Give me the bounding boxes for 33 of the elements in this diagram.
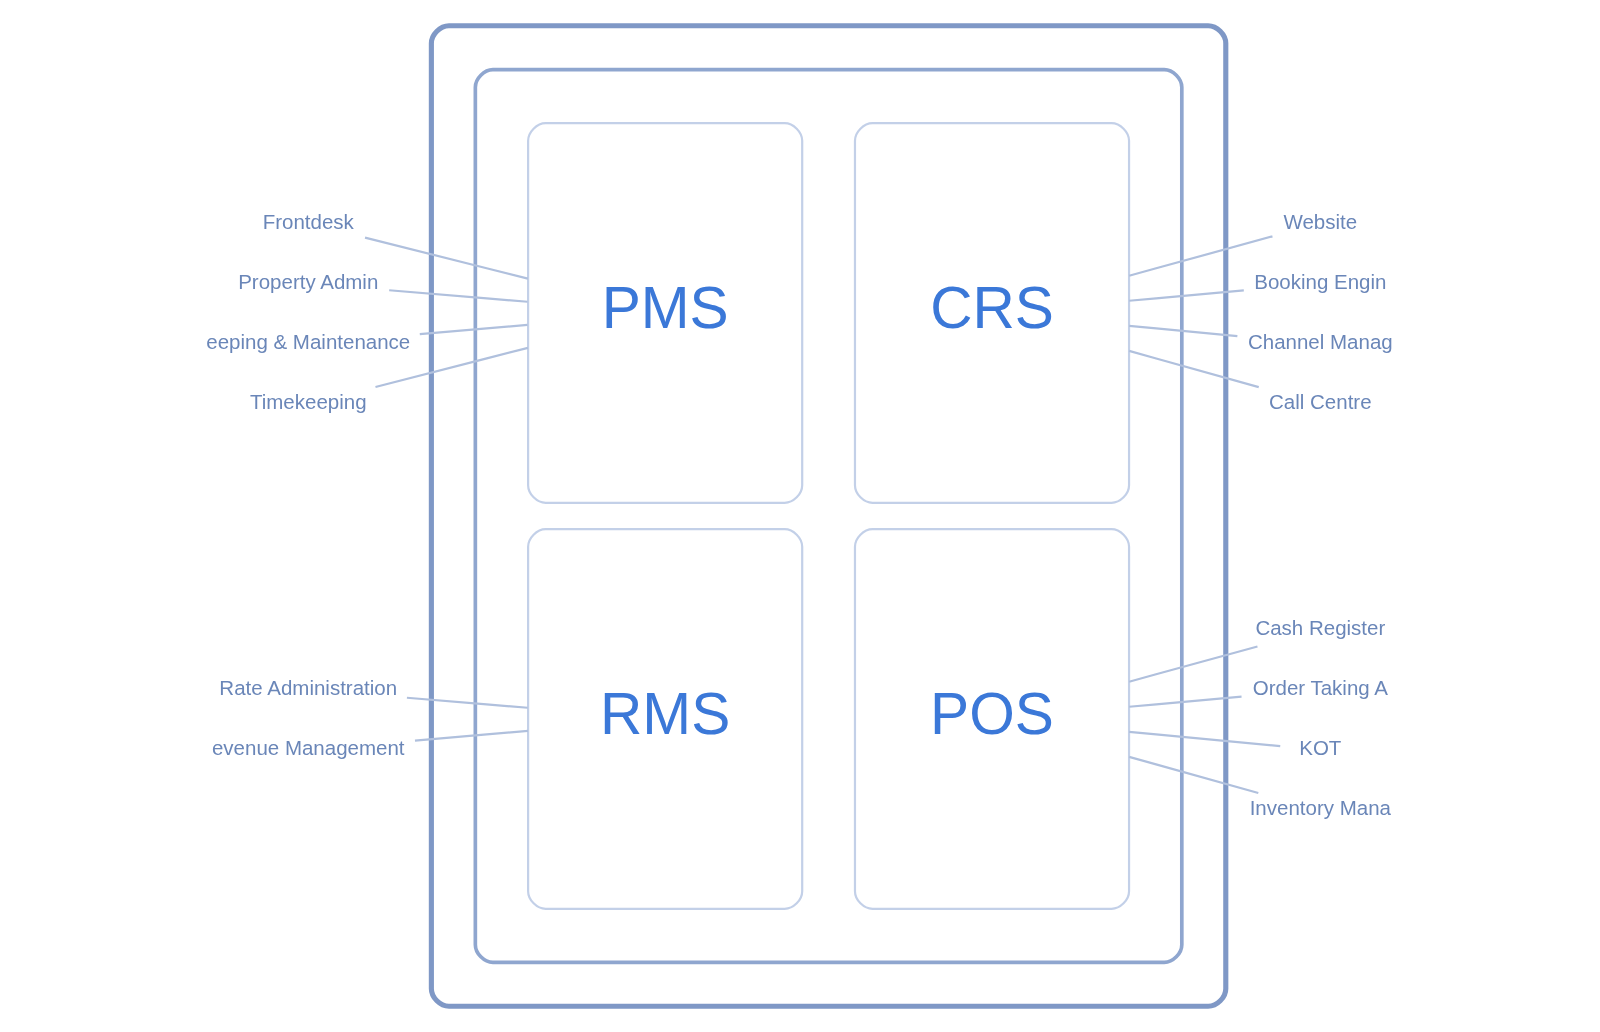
connector <box>1128 235 1273 277</box>
node-text: Frontdesk <box>262 210 354 234</box>
connector <box>1128 645 1258 683</box>
connector <box>364 236 529 280</box>
connector <box>414 729 529 742</box>
node-box: CRS <box>853 122 1131 504</box>
node-box: POS <box>853 528 1131 910</box>
connector <box>419 323 528 336</box>
node-text: Timekeeping <box>249 390 367 414</box>
connector <box>1128 755 1259 794</box>
node-text: Call Centre <box>1269 390 1372 414</box>
node-box: PMS <box>527 122 804 504</box>
connector <box>389 289 528 303</box>
node-text: Booking Engin <box>1254 270 1387 294</box>
node-text: Order Taking A <box>1252 676 1388 700</box>
cluster <box>473 67 1184 965</box>
node-box: RMS <box>527 528 804 910</box>
connector <box>406 696 528 709</box>
node-text: eeping & Maintenance <box>206 330 411 354</box>
node-text: Rate Administration <box>219 676 398 700</box>
node-text: evenue Management <box>211 736 405 760</box>
connector <box>375 346 529 389</box>
node-text: Property Admin <box>238 270 379 294</box>
node-text: Inventory Mana <box>1249 796 1391 820</box>
connector <box>1129 324 1238 338</box>
node-text: Cash Register <box>1255 616 1386 640</box>
node-text: Website <box>1283 210 1358 234</box>
connector <box>1128 349 1260 389</box>
node-text: KOT <box>1299 736 1342 760</box>
connector <box>1129 730 1281 748</box>
node-text: Channel Manag <box>1247 330 1393 354</box>
connector <box>1129 289 1244 302</box>
cluster <box>428 23 1229 1009</box>
